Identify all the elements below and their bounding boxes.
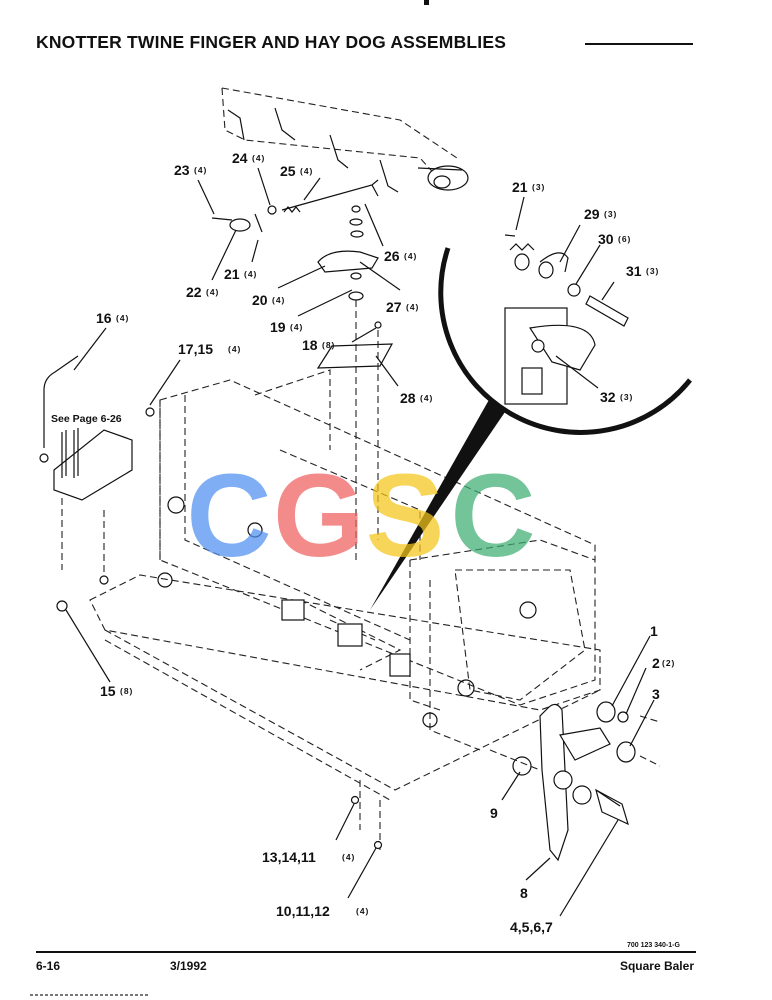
callout-26: 26 bbox=[384, 248, 400, 264]
detail-callout-21-qty: (3) bbox=[532, 182, 545, 192]
spring-bracket-assembly bbox=[39, 355, 155, 612]
callout-26-qty: (4) bbox=[404, 251, 417, 261]
detail-view bbox=[370, 234, 692, 610]
drawing-reference: 700 123 340-1-G bbox=[627, 942, 680, 949]
callout-2-qty: (2) bbox=[662, 658, 675, 668]
callout-10-11-12-qty: (4) bbox=[356, 906, 369, 916]
callout-27: 27 bbox=[386, 299, 402, 315]
callout-18-qty: (8) bbox=[322, 340, 335, 350]
callout-16: 16 bbox=[96, 310, 112, 326]
detail-callout-31-qty: (3) bbox=[646, 266, 659, 276]
callout-15: 15 bbox=[100, 683, 116, 699]
callout-labels: 23 (4) 24 (4) 25 (4) 26 (4) 21 (4) 22 (4… bbox=[51, 150, 675, 935]
callout-22: 22 bbox=[186, 284, 202, 300]
see-page-note: See Page 6-26 bbox=[51, 413, 122, 425]
twine-finger-parts bbox=[211, 179, 379, 233]
detail-callout-32: 32 bbox=[600, 389, 616, 405]
callout-19: 19 bbox=[270, 319, 286, 335]
callout-10-11-12: 10,11,12 bbox=[276, 903, 330, 919]
arm-assembly bbox=[489, 701, 661, 862]
page-title: KNOTTER TWINE FINGER AND HAY DOG ASSEMBL… bbox=[36, 32, 507, 52]
watermark-letter-2: G bbox=[273, 450, 365, 582]
callout-19-qty: (4) bbox=[290, 322, 303, 332]
detail-callout-29: 29 bbox=[584, 206, 600, 222]
footer-rule bbox=[36, 951, 696, 953]
callout-24-qty: (4) bbox=[252, 153, 265, 163]
callout-23: 23 bbox=[174, 162, 190, 178]
watermark-letter-4: C bbox=[450, 450, 536, 582]
callout-27-qty: (4) bbox=[406, 302, 419, 312]
callout-25: 25 bbox=[280, 163, 296, 179]
footer-page-number: 6-16 bbox=[36, 959, 61, 973]
callout-13-14-11: 13,14,11 bbox=[262, 849, 316, 865]
detail-callout-31: 31 bbox=[626, 263, 642, 279]
callout-8: 8 bbox=[520, 885, 528, 901]
scan-artifact bbox=[30, 994, 150, 996]
callout-9: 9 bbox=[490, 805, 498, 821]
callout-2: 2 bbox=[652, 655, 660, 671]
knotter-shaft-assembly bbox=[221, 87, 469, 193]
callout-22-qty: (4) bbox=[206, 287, 219, 297]
footer-date: 3/1992 bbox=[170, 959, 207, 973]
footer-product: Square Baler bbox=[619, 959, 694, 973]
detail-callout-29-qty: (3) bbox=[604, 209, 617, 219]
detail-callout-30: 30 bbox=[598, 231, 614, 247]
callout-15-qty: (8) bbox=[120, 686, 133, 696]
knotter-frame bbox=[89, 369, 601, 850]
callout-13-14-11-qty: (4) bbox=[342, 852, 355, 862]
callout-18: 18 bbox=[302, 337, 318, 353]
callout-28: 28 bbox=[400, 390, 416, 406]
page-crop-mark bbox=[424, 0, 429, 5]
watermark-letter-3: S bbox=[365, 450, 445, 582]
watermark-letter-1: C bbox=[186, 450, 272, 582]
callout-21: 21 bbox=[224, 266, 240, 282]
leader-lines bbox=[65, 167, 655, 917]
title-rule bbox=[585, 43, 693, 45]
callout-20-qty: (4) bbox=[272, 295, 285, 305]
callout-16-qty: (4) bbox=[116, 313, 129, 323]
callout-21-qty: (4) bbox=[244, 269, 257, 279]
callout-20: 20 bbox=[252, 292, 268, 308]
callout-3: 3 bbox=[652, 686, 660, 702]
callout-1: 1 bbox=[650, 623, 658, 639]
callout-28-qty: (4) bbox=[420, 393, 433, 403]
detail-callout-21: 21 bbox=[512, 179, 528, 195]
callout-17-15-qty: (4) bbox=[228, 344, 241, 354]
callout-4-5-6-7: 4,5,6,7 bbox=[510, 919, 553, 935]
callout-25-qty: (4) bbox=[300, 166, 313, 176]
hay-dog-assembly bbox=[316, 205, 394, 560]
callout-23-qty: (4) bbox=[194, 165, 207, 175]
detail-callout-30-qty: (6) bbox=[618, 234, 631, 244]
watermark: CGSC bbox=[185, 448, 537, 584]
callout-24: 24 bbox=[232, 150, 248, 166]
callout-17-15: 17,15 bbox=[178, 341, 213, 357]
detail-callout-32-qty: (3) bbox=[620, 392, 633, 402]
